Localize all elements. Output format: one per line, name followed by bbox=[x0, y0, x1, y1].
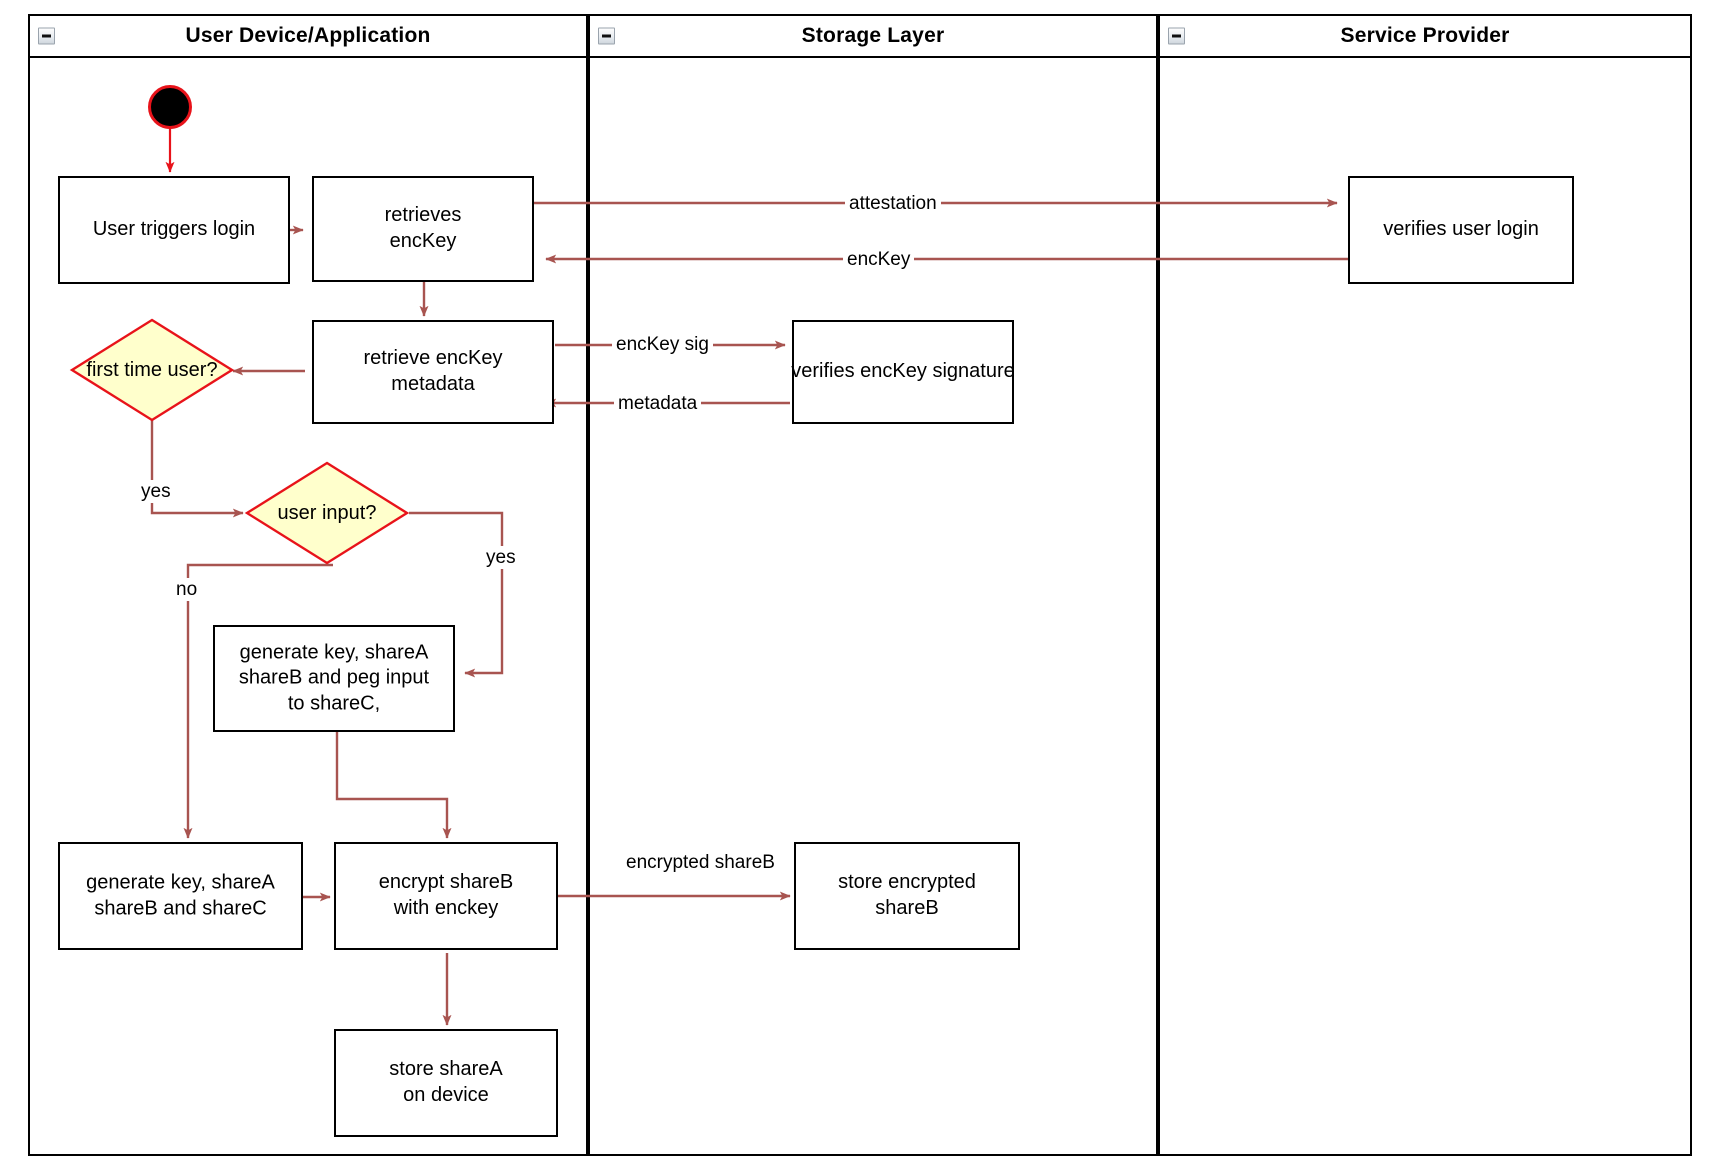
node-line: shareB and shareC bbox=[94, 897, 267, 919]
lane-body-storage-layer bbox=[588, 14, 1158, 1156]
node-user-triggers-login[interactable]: User triggers login bbox=[58, 176, 290, 284]
lane-header-user-device[interactable]: User Device/Application bbox=[28, 14, 588, 58]
edge-label-first-time-yes: yes bbox=[137, 480, 175, 504]
decision-line: first time bbox=[86, 359, 162, 381]
edge-label-line: shareB bbox=[714, 852, 775, 873]
node-line: generate key, shareA bbox=[86, 871, 275, 894]
edge-label-enckey: encKey bbox=[843, 248, 915, 272]
edge-label-user-input-yes: yes bbox=[482, 546, 520, 570]
decision-label: first time user? bbox=[70, 318, 234, 422]
node-line: store encrypted bbox=[838, 871, 976, 894]
edge-label-enckey-sig: encKey sig bbox=[612, 333, 713, 357]
decision-line: user? bbox=[167, 359, 218, 381]
edge-label-attestation: attestation bbox=[845, 192, 941, 216]
node-line: to shareC, bbox=[287, 692, 381, 715]
node-verifies-enckey-signature[interactable]: verifies encKey signature bbox=[791, 320, 1015, 424]
lane-header-storage-layer[interactable]: Storage Layer bbox=[588, 14, 1158, 58]
node-line: verifies user login bbox=[1383, 218, 1539, 241]
lane-title-storage-layer: Storage Layer bbox=[801, 24, 945, 47]
lane-title-user-device: User Device/Application bbox=[185, 24, 431, 47]
node-generate-peg-input[interactable]: generate key, shareA shareB and peg inpu… bbox=[213, 625, 455, 732]
node-line: User triggers login bbox=[92, 218, 256, 241]
node-line: store shareA bbox=[389, 1058, 503, 1081]
node-user-input[interactable]: user input? bbox=[244, 461, 410, 565]
node-line: verifies encKey signature bbox=[791, 360, 1015, 383]
lane-header-service-provider[interactable]: Service Provider bbox=[1158, 14, 1692, 58]
node-line: shareB and peg input bbox=[238, 666, 430, 689]
node-line: shareB bbox=[875, 897, 939, 919]
node-store-sharea-on-device[interactable]: store shareA on device bbox=[334, 1029, 558, 1137]
collapse-minus-icon[interactable] bbox=[1168, 27, 1185, 45]
collapse-minus-icon[interactable] bbox=[38, 27, 55, 45]
edge-label-encrypted-shareb: encrypted shareB bbox=[626, 851, 775, 875]
decision-label: user input? bbox=[245, 461, 409, 565]
decision-line: user input? bbox=[277, 502, 377, 524]
node-first-time-user[interactable]: first time user? bbox=[69, 318, 235, 422]
edge-label-line: encrypted bbox=[626, 852, 710, 873]
collapse-minus-icon[interactable] bbox=[598, 27, 615, 45]
diamond-shape bbox=[69, 318, 235, 422]
node-generate-shares[interactable]: generate key, shareA shareB and shareC bbox=[58, 842, 303, 950]
node-line: generate key, shareA bbox=[239, 641, 429, 664]
node-line: encrypt shareB bbox=[378, 871, 514, 894]
lane-title-service-provider: Service Provider bbox=[1340, 24, 1510, 47]
node-retrieves-enckey[interactable]: retrieves encKey bbox=[312, 176, 534, 282]
node-line: retrieves bbox=[384, 204, 462, 227]
node-line: on device bbox=[403, 1084, 489, 1106]
node-verifies-user-login[interactable]: verifies user login bbox=[1348, 176, 1574, 284]
node-line: encKey bbox=[389, 230, 457, 252]
node-line: with enckey bbox=[393, 897, 499, 919]
edge-label-metadata: metadata bbox=[614, 392, 702, 416]
node-line: metadata bbox=[391, 373, 475, 395]
edge-label-user-input-no: no bbox=[172, 578, 202, 602]
node-retrieve-enckey-metadata[interactable]: retrieve encKey metadata bbox=[312, 320, 554, 424]
node-encrypt-shareb[interactable]: encrypt shareB with enckey bbox=[334, 842, 558, 950]
start-node bbox=[148, 85, 192, 129]
node-store-encrypted-shareb[interactable]: store encrypted shareB bbox=[794, 842, 1020, 950]
diamond-shape bbox=[244, 461, 410, 565]
node-line: retrieve encKey bbox=[363, 347, 503, 370]
